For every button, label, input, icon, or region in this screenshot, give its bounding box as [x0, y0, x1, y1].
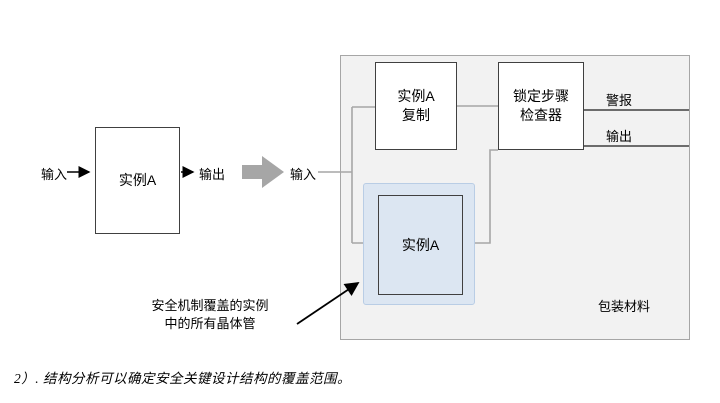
annotation-line2: 中的所有晶体管 — [164, 316, 256, 331]
figure-caption: 2）. 结构分析可以确定安全关键设计结构的覆盖范围。 — [14, 371, 351, 386]
checker-label-line1: 锁定步骤 — [513, 88, 569, 104]
alarm-label: 警报 — [606, 93, 633, 108]
checker-label-line2: 检查器 — [520, 107, 562, 123]
copy-box-label-line2: 复制 — [402, 107, 430, 123]
covered-instance-a-label: 实例A — [401, 237, 440, 253]
wrapper-input-label: 输入 — [290, 167, 317, 182]
instance-a-box: 实例A — [95, 127, 180, 234]
block-arrow-icon — [242, 156, 284, 188]
safety-coverage-highlight: 实例A — [363, 183, 475, 305]
annotation-text: 安全机制覆盖的实例 中的所有晶体管 — [125, 297, 295, 333]
copy-box-label-line1: 实例A — [397, 88, 435, 104]
wrapper-material-label: 包装材料 — [598, 299, 651, 314]
left-output-label: 输出 — [199, 167, 226, 182]
lockstep-checker-box: 锁定步骤 检查器 — [498, 62, 584, 150]
wrapper-output-label: 输出 — [606, 129, 633, 144]
instance-a-copy-box: 实例A 复制 — [375, 62, 457, 150]
annotation-line1: 安全机制覆盖的实例 — [151, 298, 269, 313]
instance-a-label: 实例A — [118, 172, 157, 188]
covered-instance-a-box: 实例A — [378, 195, 463, 295]
left-input-label: 输入 — [41, 167, 68, 182]
